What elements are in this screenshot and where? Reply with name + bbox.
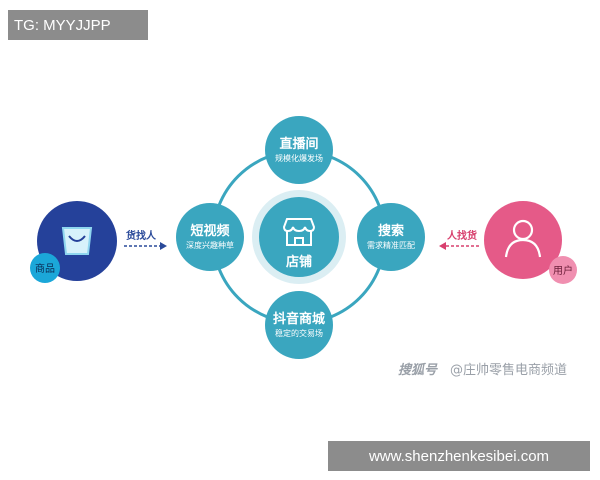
node-search-title: 搜索 xyxy=(378,223,404,239)
node-live-room-subtitle: 规模化爆发场 xyxy=(275,153,323,163)
node-douyin-mall-title: 抖音商城 xyxy=(273,311,325,327)
node-short-video-title: 短视频 xyxy=(190,223,229,239)
user-icon xyxy=(504,219,542,258)
top-left-tag: TG: MYYJJPP xyxy=(8,10,148,40)
node-live-room-title: 直播间 xyxy=(279,136,318,152)
storefront-icon xyxy=(282,218,316,246)
watermark-author: @庄帅零售电商频道 xyxy=(450,362,567,378)
node-short-video xyxy=(176,203,244,271)
node-search-subtitle: 需求精准匹配 xyxy=(367,240,415,250)
node-douyin-mall-subtitle: 稳定的交易场 xyxy=(275,328,323,338)
user-badge xyxy=(549,256,577,284)
node-live-room xyxy=(265,116,333,184)
node-douyin-mall xyxy=(265,291,333,359)
goods-badge-label: 商品 xyxy=(35,262,55,275)
node-search xyxy=(357,203,425,271)
footer-url-banner: www.shenzhenkesibei.com xyxy=(328,441,590,471)
user-arrow xyxy=(439,242,480,250)
node-short-video-subtitle: 深度兴趣种草 xyxy=(186,240,234,250)
center-title: 店铺 xyxy=(286,254,312,270)
goods-arrow xyxy=(124,242,167,250)
user-badge-label: 用户 xyxy=(553,264,573,277)
watermark-logo: 搜狐号 xyxy=(398,362,438,378)
goods-arrow-label: 货找人 xyxy=(126,229,157,242)
shopping-bag-icon xyxy=(61,227,93,255)
goods-badge xyxy=(30,253,60,283)
user-arrow-label: 人找货 xyxy=(447,229,477,242)
